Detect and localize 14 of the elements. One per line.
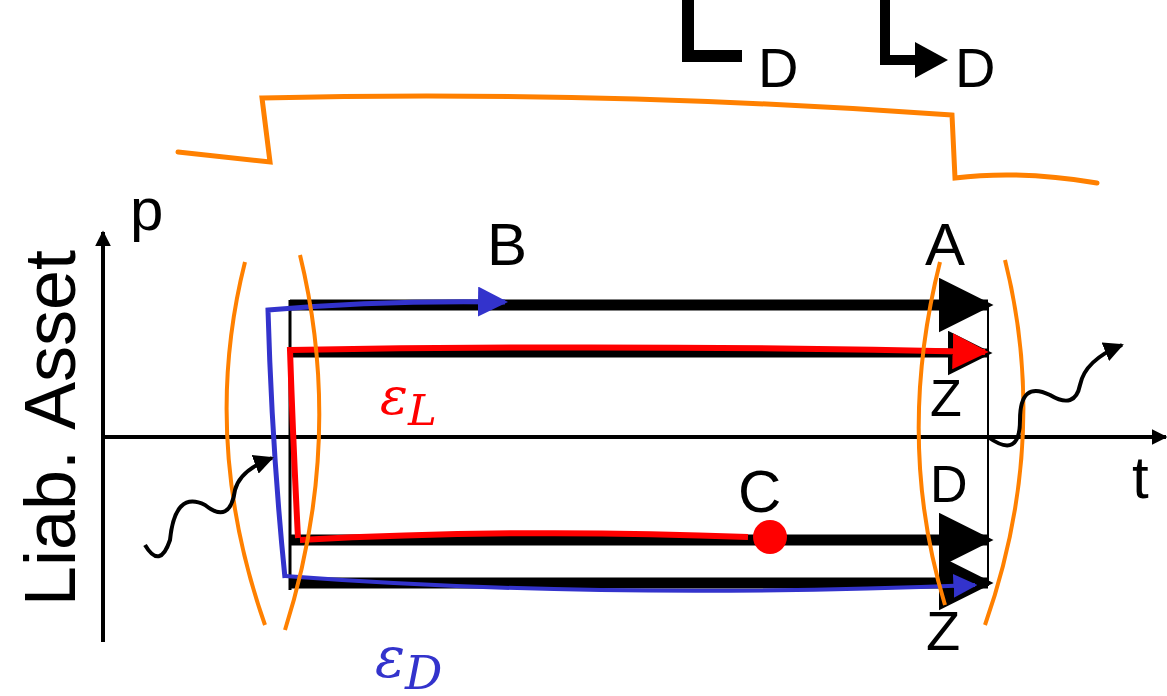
handwritten-label: ε$_{D}$ [375,630,443,696]
axis-label: Liab. [14,450,86,607]
subscript-label: D [955,40,996,96]
axis-label: t [1132,448,1149,508]
point-label: A [925,215,966,275]
subscript-label: D [758,40,799,96]
point-label: Z [930,372,962,424]
point-label: Z [926,603,961,659]
point-label: B [487,215,528,275]
axis-label: p [130,180,164,240]
point-label: D [930,458,968,510]
point-label: C [738,462,782,522]
axis-label: Asset [14,250,86,431]
handwritten-label: ε$_{L}$ [380,370,437,433]
